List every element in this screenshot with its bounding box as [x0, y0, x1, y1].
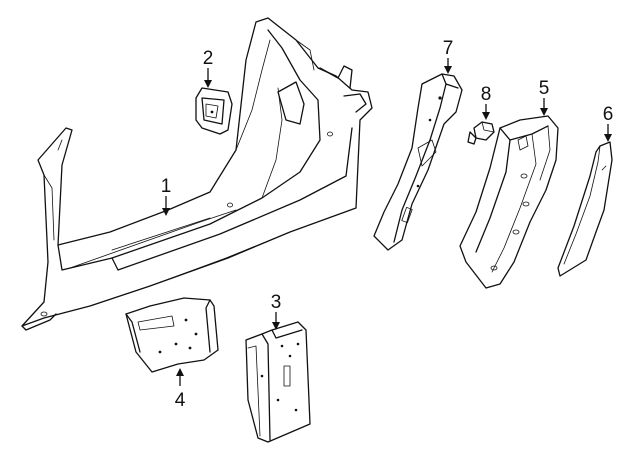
part-2-bracket[interactable] — [195, 87, 233, 135]
callout-8: 8 — [481, 84, 492, 105]
leader-7 — [444, 58, 452, 74]
callout-3: 3 — [271, 292, 282, 313]
part-6-trim-strip[interactable] — [557, 141, 613, 277]
leader-4 — [176, 368, 184, 386]
leader-6 — [604, 124, 612, 142]
callout-6: 6 — [603, 104, 614, 125]
leader-1 — [162, 196, 170, 216]
leader-3 — [272, 312, 280, 330]
leader-5 — [540, 98, 548, 116]
part-4-bracket-plate[interactable] — [125, 297, 219, 373]
callout-4: 4 — [175, 390, 186, 411]
part-7-pillar-bracket[interactable] — [373, 73, 463, 251]
callout-1: 1 — [161, 176, 172, 197]
part-1-rocker-pillar-panel[interactable] — [21, 17, 373, 331]
callout-7: 7 — [443, 38, 454, 59]
callout-5: 5 — [539, 78, 550, 99]
part-5-inner-pillar-panel[interactable] — [459, 115, 559, 289]
part-3-pillar-reinforcement[interactable] — [245, 321, 311, 443]
leader-2 — [204, 68, 212, 88]
part-8-fastener-clip[interactable] — [467, 121, 495, 145]
leader-8 — [482, 104, 490, 120]
callout-2: 2 — [203, 48, 214, 69]
